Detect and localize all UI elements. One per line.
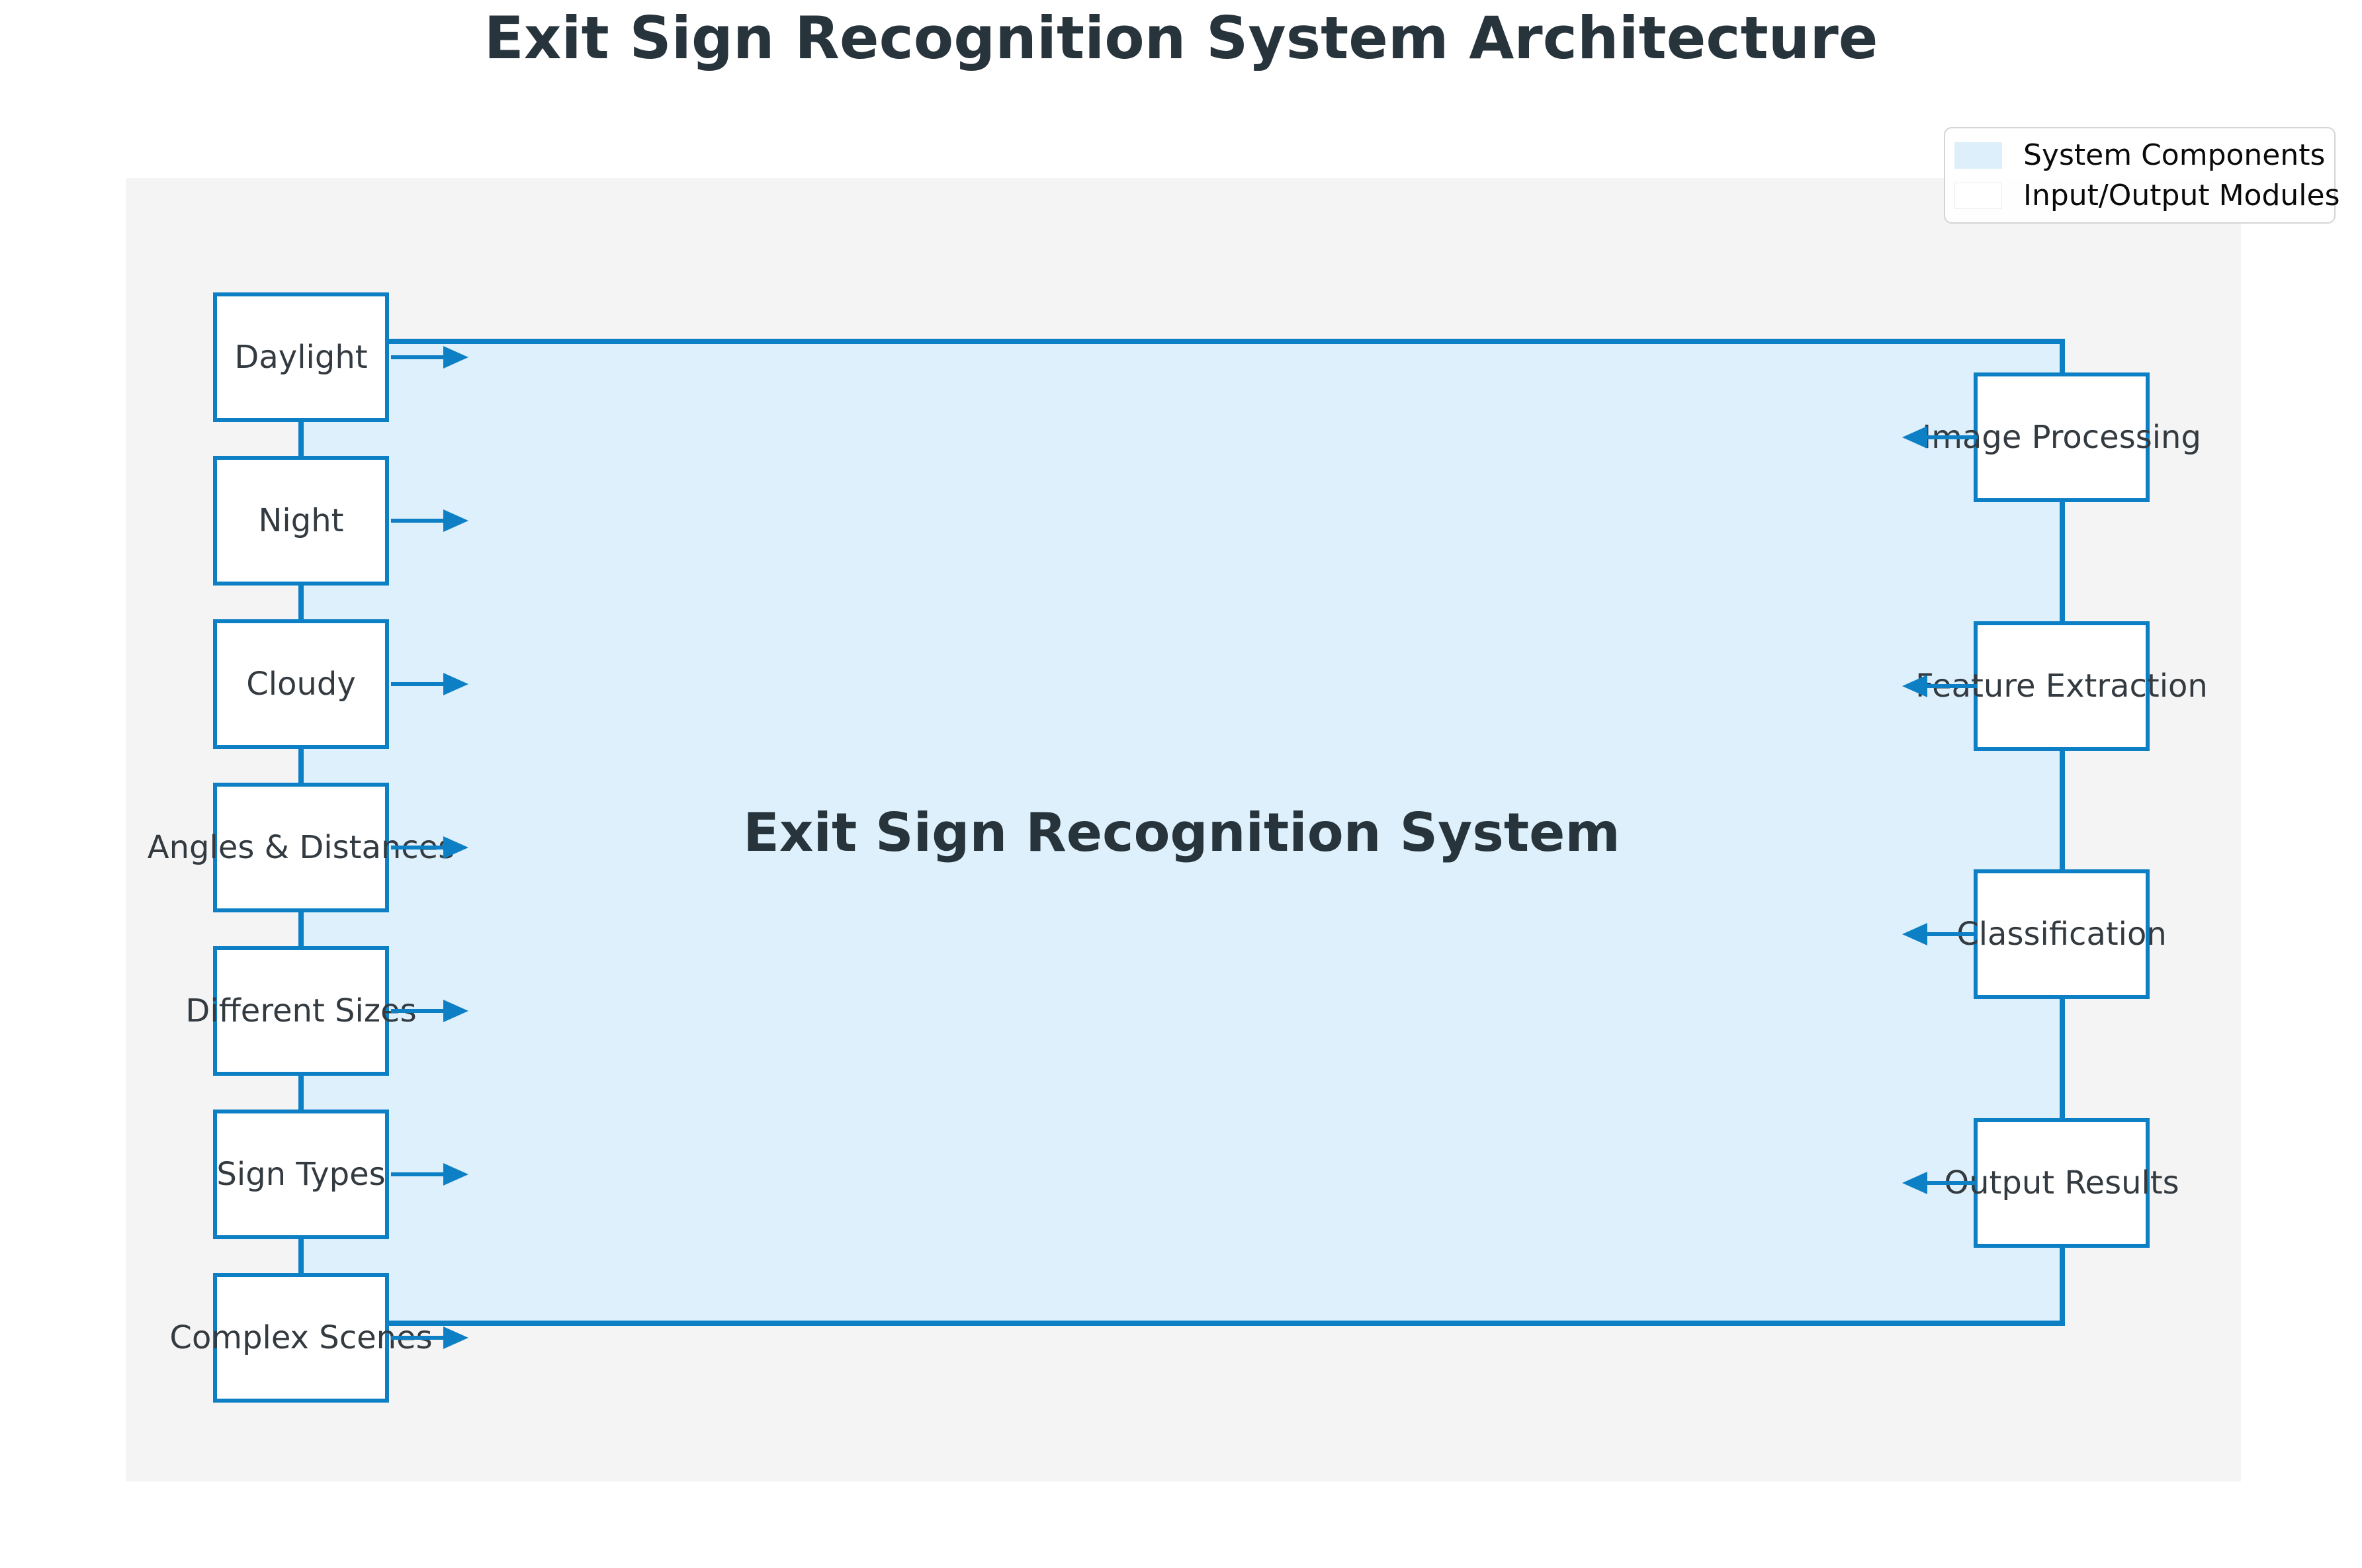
output-node-output-results: Output Results bbox=[1902, 1118, 2179, 1248]
input-node-label: Night bbox=[258, 502, 344, 539]
input-node-label: Angles & Distances bbox=[147, 829, 455, 866]
input-node-night: Night bbox=[213, 456, 468, 586]
legend-item-input-output-modules: Input/Output Modules bbox=[1954, 179, 2340, 212]
input-node-label: Cloudy bbox=[246, 666, 356, 703]
input-node-cloudy: Cloudy bbox=[213, 619, 468, 749]
output-node-feature-extraction: Feature Extraction bbox=[1902, 621, 2208, 751]
legend-swatch bbox=[1954, 182, 2002, 209]
legend: System Components Input/Output Modules bbox=[1944, 127, 2340, 224]
system-box: Exit Sign Recognition System bbox=[298, 339, 2065, 1326]
input-node-sign-types: Sign Types bbox=[213, 1110, 468, 1239]
input-node-label: Different Sizes bbox=[185, 992, 417, 1029]
input-node-label: Daylight bbox=[234, 339, 368, 376]
output-node-image-processing: Image Processing bbox=[1902, 372, 2201, 502]
input-node-label: Complex Scenes bbox=[169, 1319, 433, 1356]
output-node-label: Output Results bbox=[1944, 1164, 2179, 1201]
legend-item-label: System Components bbox=[2023, 138, 2326, 172]
output-node-label: Feature Extraction bbox=[1915, 668, 2208, 705]
output-node-label: Classification bbox=[1956, 916, 2167, 953]
input-node-different-sizes: Different Sizes bbox=[185, 946, 468, 1076]
legend-item-label: Input/Output Modules bbox=[2023, 179, 2340, 212]
legend-swatch bbox=[1954, 142, 2002, 169]
figure-title: Exit Sign Recognition System Architectur… bbox=[484, 4, 1878, 72]
input-node-daylight: Daylight bbox=[213, 292, 468, 422]
legend-item-system-components: System Components bbox=[1954, 138, 2334, 172]
input-node-label: Sign Types bbox=[216, 1156, 386, 1193]
input-node-angles-distances: Angles & Distances bbox=[148, 783, 468, 912]
system-box-label: Exit Sign Recognition System bbox=[743, 801, 1620, 863]
output-node-classification: Classification bbox=[1902, 869, 2167, 999]
input-node-complex-scenes: Complex Scenes bbox=[169, 1273, 468, 1403]
output-node-label: Image Processing bbox=[1922, 419, 2201, 456]
